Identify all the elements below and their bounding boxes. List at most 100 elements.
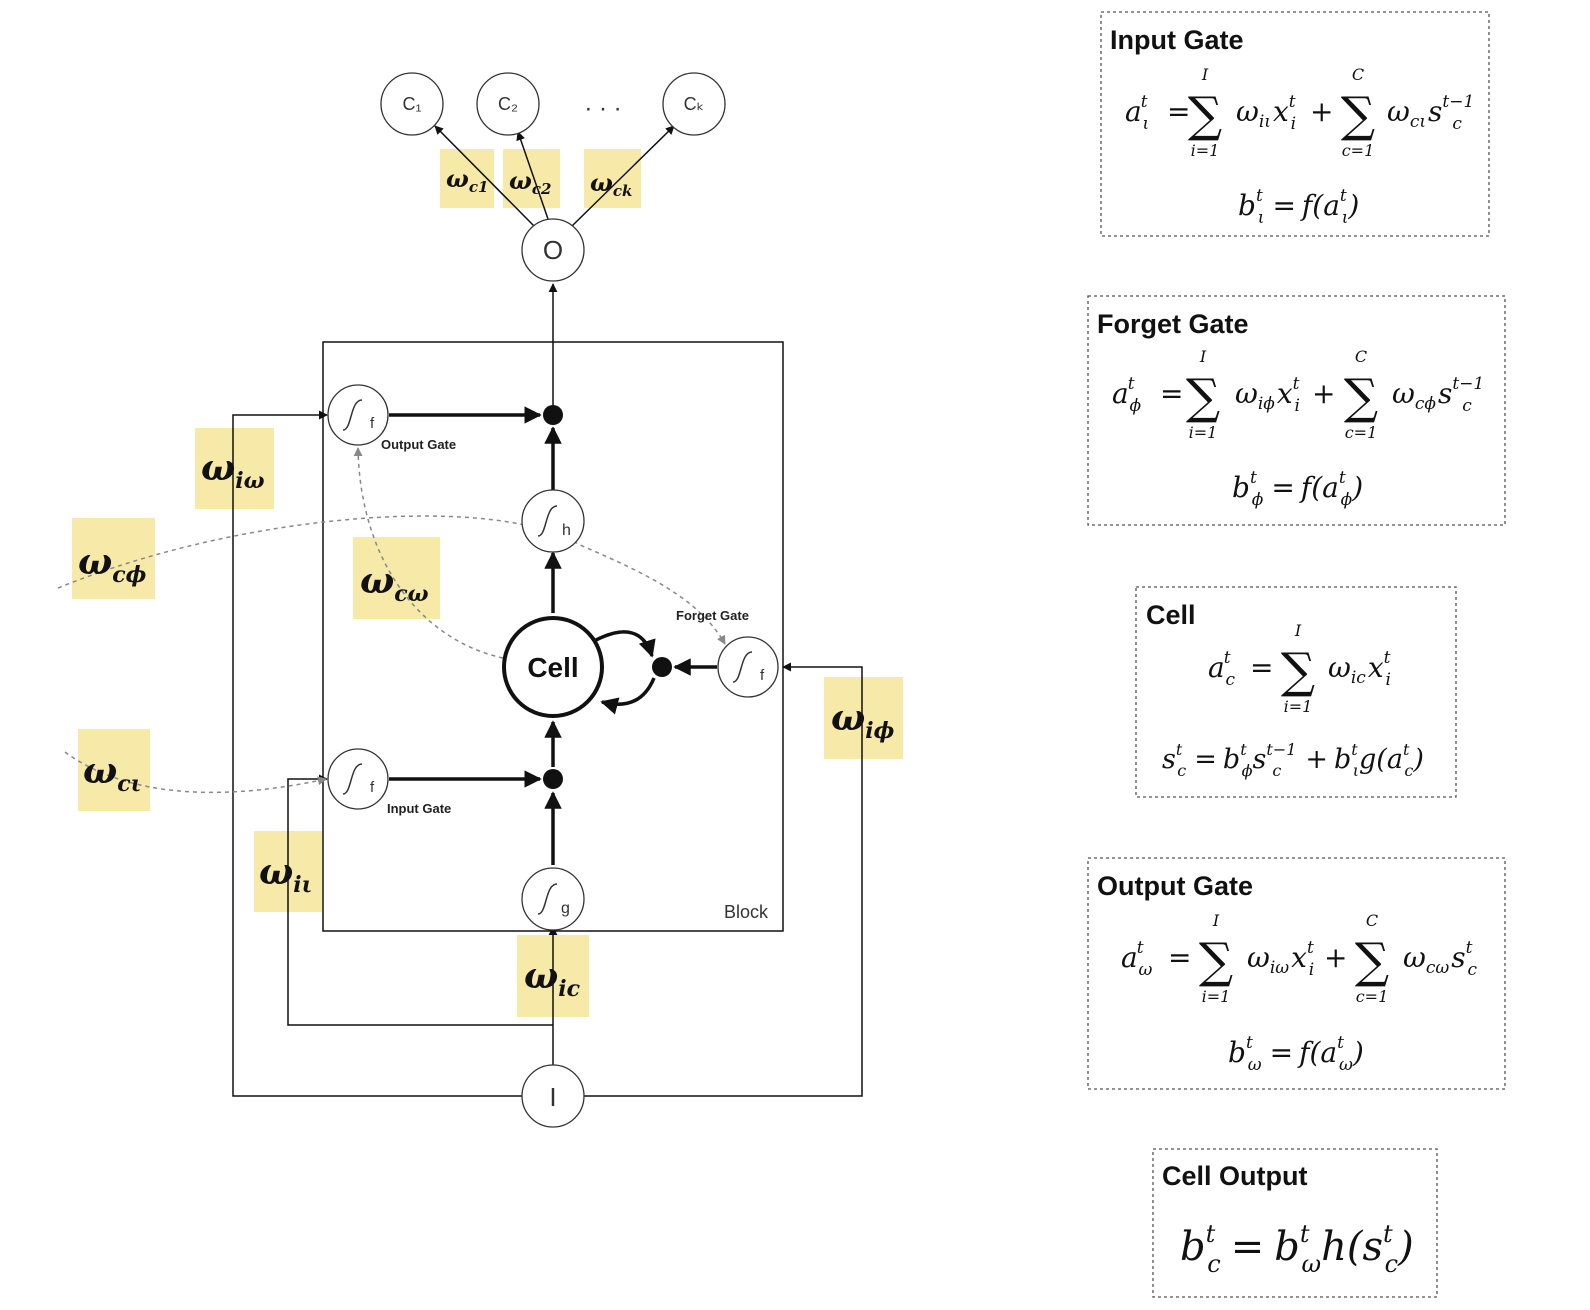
cell-title: Cell <box>1146 600 1196 630</box>
forget-gate-sum1-bottom: i=1 <box>1189 423 1218 442</box>
input-gate-sum2: ∑ <box>1341 87 1375 143</box>
highlight-w-iphi <box>824 677 903 759</box>
sigmoid-icon <box>342 399 363 431</box>
frame-forget-gate <box>1087 295 1506 526</box>
h-squash-node: h <box>521 489 585 553</box>
output-gate-node: f <box>327 384 389 446</box>
cell-eq1-equals: = <box>1250 651 1273 684</box>
forget-gate-sum1: ∑ <box>1186 369 1220 425</box>
sigmoid-icon <box>342 763 363 795</box>
label-w-iphi: ωiϕ <box>831 697 895 744</box>
node-c2 <box>476 72 540 136</box>
forget-gate-node: f <box>717 636 779 698</box>
node-ck <box>662 72 726 136</box>
input-gate-label: Input Gate <box>387 801 451 816</box>
output-gate-title: Output Gate <box>1097 871 1253 901</box>
sigmoid-icon <box>537 505 558 537</box>
label-w-il: ωiι <box>259 851 312 898</box>
edge-loop-mult-to-cell <box>600 677 656 715</box>
highlight-w-ck <box>584 149 641 208</box>
input-gate-sum2-bottom: c=1 <box>1342 141 1375 160</box>
input-gate-sum1: ∑ <box>1188 87 1222 143</box>
h-squash-fn: h <box>562 522 571 539</box>
output-ellipsis: · · · <box>584 95 621 122</box>
label-w-iw: ωiω <box>201 447 265 494</box>
input-gate-node: f <box>327 748 389 810</box>
sigmoid-icon <box>537 883 558 915</box>
edge-o-to-c2 <box>516 131 549 220</box>
block-label: Block <box>724 902 769 922</box>
forget-gate-sum1-top: I <box>1199 347 1207 366</box>
highlight-w-iw <box>195 428 274 509</box>
output-gate-eq1-equals: = <box>1168 941 1191 974</box>
edge-o-to-c1 <box>434 125 535 227</box>
input-gate-eq1-equals: = <box>1167 95 1190 128</box>
node-c1 <box>380 72 444 136</box>
forget-gate-plus: + <box>1312 377 1335 410</box>
frame-cell <box>1135 586 1457 798</box>
output-nodes: C₁ C₂ · · · Cₖ <box>380 72 726 136</box>
label-w-c1: ωc1 <box>446 164 488 196</box>
input-gate-sum1-bottom: i=1 <box>1191 141 1220 160</box>
label-w-cw: ωcω <box>360 560 429 607</box>
g-squash-node: g <box>521 867 585 931</box>
forget-gate-sum2-top: C <box>1355 347 1367 366</box>
output-gate-sum2-top: C <box>1366 911 1378 930</box>
output-gate-fn: f <box>370 415 375 432</box>
cell-output-title: Cell Output <box>1162 1161 1307 1191</box>
label-w-c2: ωc2 <box>509 166 551 198</box>
cell-label: Cell <box>527 652 578 683</box>
g-squash-fn: g <box>561 900 570 917</box>
edge-o-to-ck <box>571 125 675 227</box>
input-gate-plus: + <box>1310 95 1333 128</box>
forget-gate-sum2: ∑ <box>1344 369 1378 425</box>
forget-gate-eq1-equals: = <box>1160 377 1183 410</box>
node-input <box>521 1064 585 1128</box>
node-c1-label: C₁ <box>402 94 421 114</box>
node-c2-label: C₂ <box>498 94 518 114</box>
input-gate-sum1-top: I <box>1201 65 1209 84</box>
node-ck-label: Cₖ <box>684 94 705 114</box>
output-gate-label: Output Gate <box>381 437 456 452</box>
cell-sum1: ∑ <box>1281 643 1315 699</box>
label-w-cl: ωcι <box>83 750 141 797</box>
highlight-w-cw <box>353 537 440 619</box>
label-w-ic: ωic <box>524 955 581 1002</box>
input-gate-fn: f <box>370 779 375 796</box>
edge-peephole-to-output <box>353 447 504 659</box>
node-output <box>521 218 585 282</box>
forget-gate-fn: f <box>760 667 765 684</box>
output-multiplier <box>543 405 563 425</box>
input-multiplier <box>543 769 563 789</box>
edge-i-to-output-gate <box>232 410 522 1097</box>
weight-labels: ωc1 ωc2 ωck ωiω ωcϕ ωcω ωiϕ ωcι ωiι ωic <box>78 164 895 1002</box>
frame-input-gate <box>1100 11 1490 237</box>
formula-frames <box>1087 11 1506 1298</box>
node-input-label: I <box>549 1082 556 1112</box>
highlight-w-c2 <box>503 149 560 208</box>
edge-peephole-to-input <box>64 751 327 794</box>
input-gate-sum2-top: C <box>1352 65 1364 84</box>
output-gate-plus: + <box>1324 941 1347 974</box>
cell-node <box>502 616 604 718</box>
node-output-label: O <box>543 235 563 265</box>
output-gate-sum1-top: I <box>1212 911 1220 930</box>
output-gate-sum2-bottom: c=1 <box>1356 987 1389 1006</box>
